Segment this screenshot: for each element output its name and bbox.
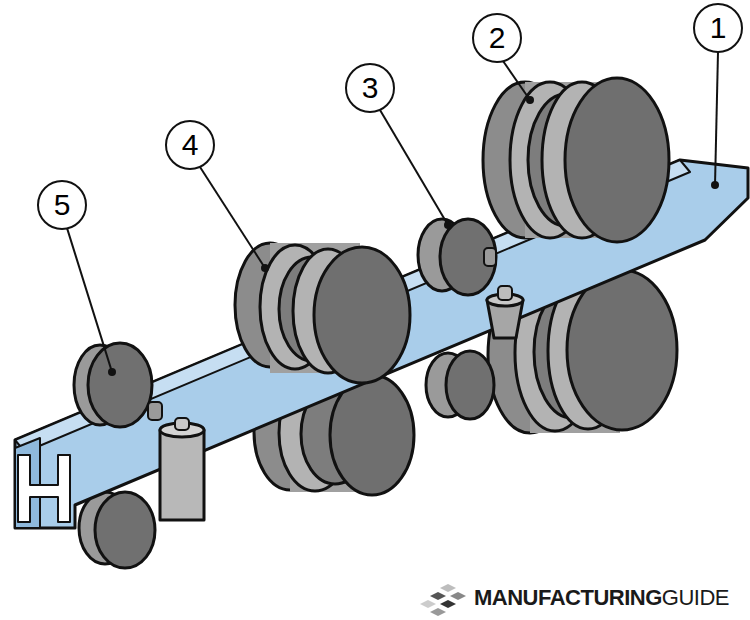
watermark: MANUFACTURINGGUIDE: [474, 585, 729, 611]
roll-face: [446, 351, 494, 419]
leader-dot: [444, 221, 452, 229]
leader-dot: [261, 264, 269, 272]
vertical-roller-5: [160, 418, 204, 520]
callout-number: 1: [694, 4, 742, 52]
roller-axle: [175, 418, 189, 430]
callout-circle: [473, 14, 521, 62]
roll-face: [440, 219, 496, 295]
conical-roller-3: [487, 286, 523, 338]
leader-dot: [711, 181, 719, 189]
roll-axle: [484, 248, 496, 266]
roll-face: [314, 247, 410, 383]
upper-roll-2: [483, 78, 669, 242]
logo-cube: [420, 600, 436, 608]
callout-circle: [166, 121, 214, 169]
leader-line: [67, 228, 112, 372]
watermark-text: MANUFACTURING: [474, 585, 662, 611]
roll-axle: [148, 402, 162, 420]
watermark-text: GUIDE: [662, 585, 729, 611]
leader-line: [200, 167, 265, 268]
lower-roll-3: [426, 351, 494, 419]
logo-cube: [450, 592, 466, 600]
roller-body: [160, 430, 204, 520]
leader-dot: [526, 96, 534, 104]
callout-number: 2: [473, 14, 521, 62]
h-profile: [18, 455, 70, 522]
roll-face: [565, 78, 669, 242]
roll-face: [567, 270, 677, 430]
leader-line: [715, 52, 718, 185]
roll-face: [88, 343, 152, 427]
leader-dot: [108, 368, 116, 376]
callout-circle: [346, 64, 394, 112]
lower-roll-2: [488, 270, 677, 433]
logo-icon: [420, 584, 466, 616]
leader-line: [380, 110, 448, 225]
callout-number: 3: [346, 64, 394, 112]
logo-cube: [440, 584, 456, 592]
upper-roll-3: [418, 219, 496, 295]
callout-circle: [38, 181, 86, 229]
logo-cube: [430, 592, 446, 600]
roll-face: [95, 492, 155, 568]
lower-roll-5: [79, 492, 155, 568]
logo-cube: [430, 608, 446, 616]
cone-axle: [498, 286, 512, 300]
callout-number: 5: [38, 181, 86, 229]
upper-roll-5: [74, 343, 162, 427]
leader-line: [503, 61, 530, 100]
callout-number: 4: [166, 121, 214, 169]
callout-circle: [694, 4, 742, 52]
logo-cube: [440, 600, 456, 608]
